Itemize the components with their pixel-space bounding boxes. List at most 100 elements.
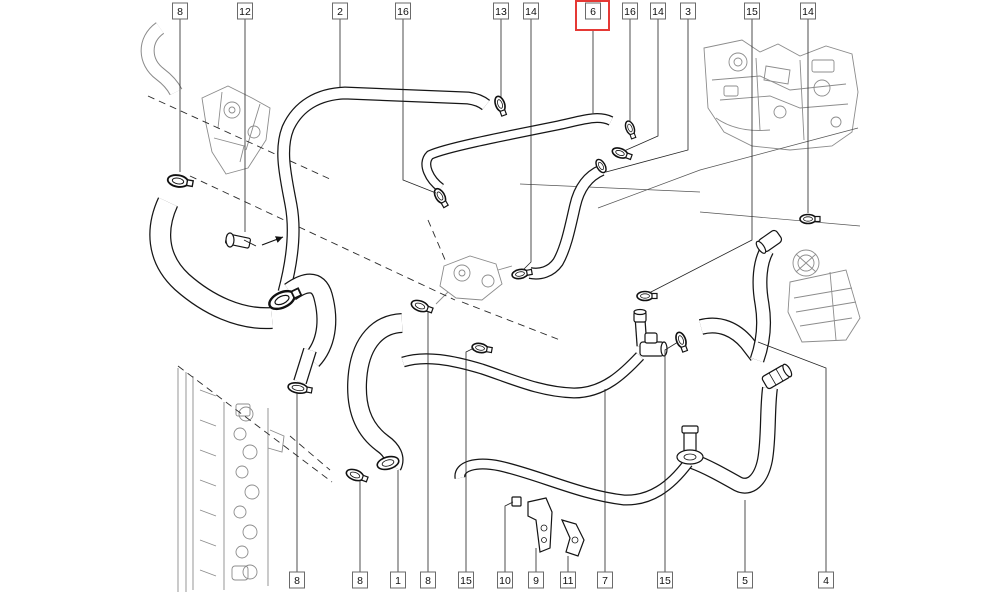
coolant-pipe-sketch [148, 28, 176, 92]
hose-5-connector [761, 363, 793, 390]
hose-3 [530, 170, 602, 274]
callout-part-15[interactable]: 15 [648, 569, 681, 598]
callout-label: 14 [525, 6, 537, 18]
callout-part-8[interactable]: 8 [343, 569, 376, 598]
callout-part-8[interactable]: 8 [163, 1, 196, 30]
callout-part-12[interactable]: 12 [228, 1, 261, 30]
t-connector [639, 332, 668, 357]
hose-clamp [166, 174, 195, 188]
callout-part-16[interactable]: 16 [613, 1, 646, 30]
hose-clamp [624, 120, 637, 140]
callout-part-9[interactable]: 9 [519, 569, 552, 598]
callout-label: 6 [590, 6, 596, 18]
leader-lines [179, 19, 827, 572]
elbow-connector [755, 229, 783, 254]
callout-part-14[interactable]: 14 [514, 1, 547, 30]
arrow-icon [261, 236, 284, 246]
dashed-guide-line [189, 175, 456, 301]
callout-part-14[interactable]: 14 [791, 1, 824, 30]
dashed-guide-line [147, 95, 333, 181]
radiator [177, 368, 285, 592]
callout-label: 10 [499, 575, 511, 587]
hose-clamp [433, 187, 449, 209]
callout-part-1[interactable]: 1 [381, 569, 414, 598]
callout-part-5[interactable]: 5 [728, 569, 761, 598]
part-9-bracket [527, 497, 553, 553]
hose-clamp [511, 268, 533, 280]
callout-label: 4 [823, 575, 829, 587]
callout-label: 15 [746, 6, 758, 18]
water-pump-housing [201, 85, 271, 175]
hose-lower [460, 463, 688, 500]
hose-clamp [471, 342, 493, 354]
dashed-guide-line [289, 435, 331, 471]
dashed-guide-line [427, 219, 447, 263]
bleed-fitting [676, 425, 704, 465]
hose-clamp [410, 299, 434, 314]
callout-label: 2 [337, 6, 343, 18]
callout-label: 8 [294, 575, 300, 587]
guide-line [519, 183, 701, 193]
leader-line [664, 341, 679, 572]
leader-line [465, 347, 475, 572]
callout-label: 7 [602, 575, 608, 587]
callout-part-3[interactable]: 3 [671, 1, 704, 30]
leader-line [757, 341, 827, 572]
callout-part-13[interactable]: 13 [484, 1, 517, 30]
expansion-tank [787, 249, 861, 343]
callouts-bottom: 8 8 1 8 15 10 9 11 [280, 569, 842, 598]
callout-label: 15 [659, 575, 671, 587]
hose-clamp [287, 381, 313, 395]
callout-label: 11 [563, 575, 574, 587]
guide-line [597, 127, 859, 209]
leader-line [402, 19, 437, 194]
hose-clamp [268, 287, 303, 311]
callout-part-15[interactable]: 15 [449, 569, 482, 598]
callout-part-8[interactable]: 8 [411, 569, 444, 598]
part-12-fitting [224, 232, 257, 249]
hose-short [300, 350, 310, 382]
callout-label: 3 [685, 6, 691, 18]
hose-clamp [799, 213, 821, 225]
hose-clamp [675, 331, 689, 353]
part-10-clip [511, 496, 522, 507]
callout-label: 14 [652, 6, 664, 18]
callout-part-6[interactable]: 6 [575, 0, 610, 31]
callout-label: 14 [802, 6, 814, 18]
callout-label: 15 [460, 575, 472, 587]
callout-label: 8 [177, 6, 183, 18]
hose-clamp [636, 290, 658, 302]
hose-7 [403, 356, 640, 393]
hose-4 [701, 325, 757, 356]
callout-part-15[interactable]: 15 [735, 1, 768, 30]
callout-label: 8 [357, 575, 363, 587]
hose-1 [357, 323, 402, 466]
hose-5 [692, 388, 770, 486]
callout-part-7[interactable]: 7 [588, 569, 621, 598]
hose-pump-outlet [160, 202, 272, 318]
callout-part-8[interactable]: 8 [280, 569, 313, 598]
callout-label: 8 [425, 575, 431, 587]
bracket-assembly [511, 496, 585, 557]
callout-label: 16 [624, 6, 636, 18]
hose-clamp [494, 95, 508, 117]
callout-part-14[interactable]: 14 [641, 1, 674, 30]
dashed-guide-lines [147, 95, 861, 483]
callouts-top: 8 12 2 16 13 14 6 16 [163, 0, 824, 31]
dashed-guide-line [461, 301, 561, 341]
hose-clamp [611, 147, 633, 161]
dashed-guide-line [177, 365, 333, 483]
callout-part-11[interactable]: 11 [551, 569, 584, 598]
hose-clamps [166, 95, 821, 483]
leader-line [522, 19, 532, 271]
hose-clamp [595, 158, 607, 174]
callout-part-16[interactable]: 16 [386, 1, 419, 30]
callout-part-10[interactable]: 10 [488, 569, 521, 598]
callout-part-4[interactable]: 4 [809, 569, 842, 598]
callout-part-2[interactable]: 2 [323, 1, 356, 30]
callout-label: 5 [742, 575, 748, 587]
callout-label: 9 [533, 575, 539, 587]
callout-label: 16 [397, 6, 409, 18]
leader-line [648, 19, 753, 294]
